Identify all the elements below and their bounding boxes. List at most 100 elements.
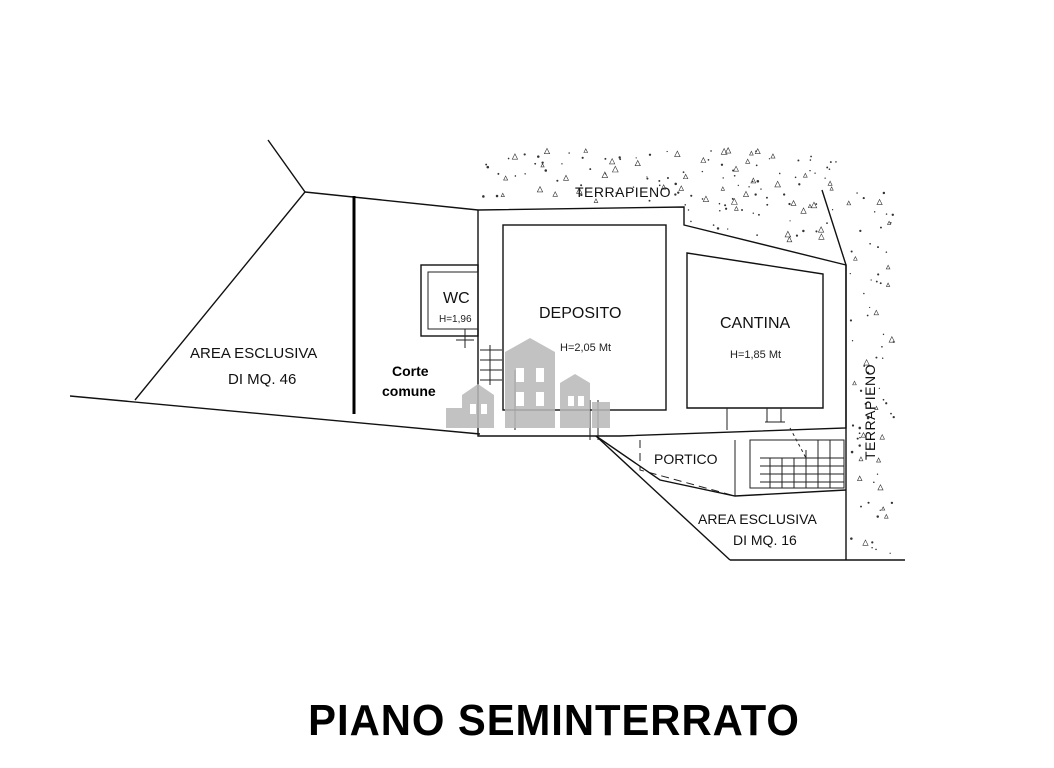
stipple-dot	[885, 402, 888, 405]
stipple-mark	[540, 163, 545, 168]
wc-room	[420, 264, 479, 348]
stipple-dot	[716, 227, 720, 230]
stipple-mark	[536, 185, 544, 193]
stipple-mark	[888, 335, 896, 343]
stipple-dot	[766, 203, 769, 206]
stipple-dot	[701, 198, 704, 200]
stipple-dot	[782, 193, 786, 196]
deposito-height-label: H=2,05 Mt	[560, 342, 611, 354]
stipple-dot	[514, 175, 517, 177]
stipple-dot	[534, 162, 537, 165]
stipple-dot	[814, 172, 816, 174]
stipple-dot	[523, 153, 526, 156]
stipple-dot	[877, 246, 879, 249]
stipple-dot	[849, 319, 853, 322]
cantina-label: CANTINA	[720, 315, 791, 332]
houses-watermark-icon	[446, 338, 610, 428]
stipple-mark	[810, 201, 818, 209]
stipple-dot	[737, 184, 739, 187]
stipple-dot	[798, 183, 801, 186]
stipple-mark	[682, 173, 689, 180]
stipple-mark	[852, 380, 857, 386]
stipple-dot	[862, 196, 865, 200]
stipple-dot	[725, 207, 728, 210]
stipple-dot	[879, 226, 882, 229]
stipple-dot	[797, 159, 800, 162]
stipple-dot	[851, 424, 855, 427]
area-right-line2: DI MQ. 16	[733, 532, 797, 548]
stipple-mark	[552, 191, 558, 197]
stipple-dot	[892, 341, 895, 343]
stipple-dot	[889, 552, 891, 554]
stipple-dot	[891, 213, 894, 216]
stipple-dot	[677, 191, 680, 194]
stipple-dot	[875, 548, 877, 551]
wc-label: WC	[443, 290, 470, 307]
stipple-dot	[666, 176, 669, 180]
stipple-mark	[609, 157, 616, 165]
stipple-dot	[858, 426, 862, 430]
stipple-mark	[774, 180, 781, 188]
stipple-dot	[881, 345, 883, 348]
stipple-dot	[851, 340, 854, 342]
stipple-dot	[794, 176, 797, 179]
stipple-dot	[580, 184, 583, 187]
terrapieno-top-label: TERRAPIENO	[575, 184, 671, 200]
stipple-dot	[826, 222, 828, 225]
stipple-mark	[829, 186, 834, 191]
stipple-mark	[730, 197, 738, 205]
stipple-mark	[660, 184, 667, 190]
stipple-dot	[751, 180, 754, 183]
stipple-mark	[576, 187, 583, 194]
stipple-dot	[858, 444, 861, 447]
stipple-mark	[563, 174, 570, 181]
stipple-mark	[674, 150, 681, 157]
stipple-mark	[876, 198, 883, 205]
stipple-dot	[829, 161, 832, 164]
stipple-dot	[778, 172, 781, 175]
stipple-dot	[826, 166, 829, 169]
stipple-dot	[658, 179, 661, 182]
stipple-mark	[856, 475, 863, 481]
stipple-dot	[866, 314, 869, 317]
area-left-line1: AREA ESCLUSIVA	[190, 345, 317, 362]
stipple-dot	[485, 163, 488, 166]
stipple-mark	[853, 255, 858, 261]
stipple-dot	[768, 158, 771, 160]
stipple-dot	[858, 432, 861, 435]
stipple-dot	[788, 202, 791, 206]
stipple-dot	[756, 179, 760, 183]
stipple-dot	[885, 213, 888, 215]
stipple-mark	[874, 405, 879, 410]
stipple-dot	[789, 220, 791, 222]
stipple-dot	[869, 242, 872, 245]
stipple-dot	[589, 168, 592, 171]
stipple-dot	[568, 152, 570, 154]
stipple-dot	[815, 203, 818, 205]
stipple-dot	[871, 541, 874, 544]
stipple-dot	[524, 173, 526, 175]
deposito-label: DEPOSITO	[539, 305, 621, 322]
stipple-dot	[809, 169, 811, 172]
stipple-dot	[658, 184, 661, 187]
stipple-mark	[720, 147, 728, 155]
stipple-dot	[604, 173, 607, 175]
corte-label-line2: comune	[382, 383, 436, 399]
stipple-mark	[858, 456, 864, 462]
stipple-mark	[745, 158, 751, 164]
stipple-mark	[876, 457, 882, 463]
stipple-mark	[770, 153, 776, 159]
stipple-dot	[712, 224, 715, 226]
stipple-mark	[885, 264, 891, 270]
cantina-height-label: H=1,85 Mt	[730, 349, 781, 361]
stipple-mark	[720, 186, 726, 191]
stipple-dot	[632, 186, 635, 188]
stipple-dot	[871, 546, 873, 549]
stipple-dot	[890, 222, 892, 224]
stipple-dot	[741, 209, 743, 211]
stipple-dot	[810, 155, 812, 158]
stipple-dot	[646, 176, 648, 178]
stipple-dot	[863, 365, 866, 367]
stipple-mark	[881, 506, 886, 511]
area-right-line1: AREA ESCLUSIVA	[698, 511, 817, 527]
